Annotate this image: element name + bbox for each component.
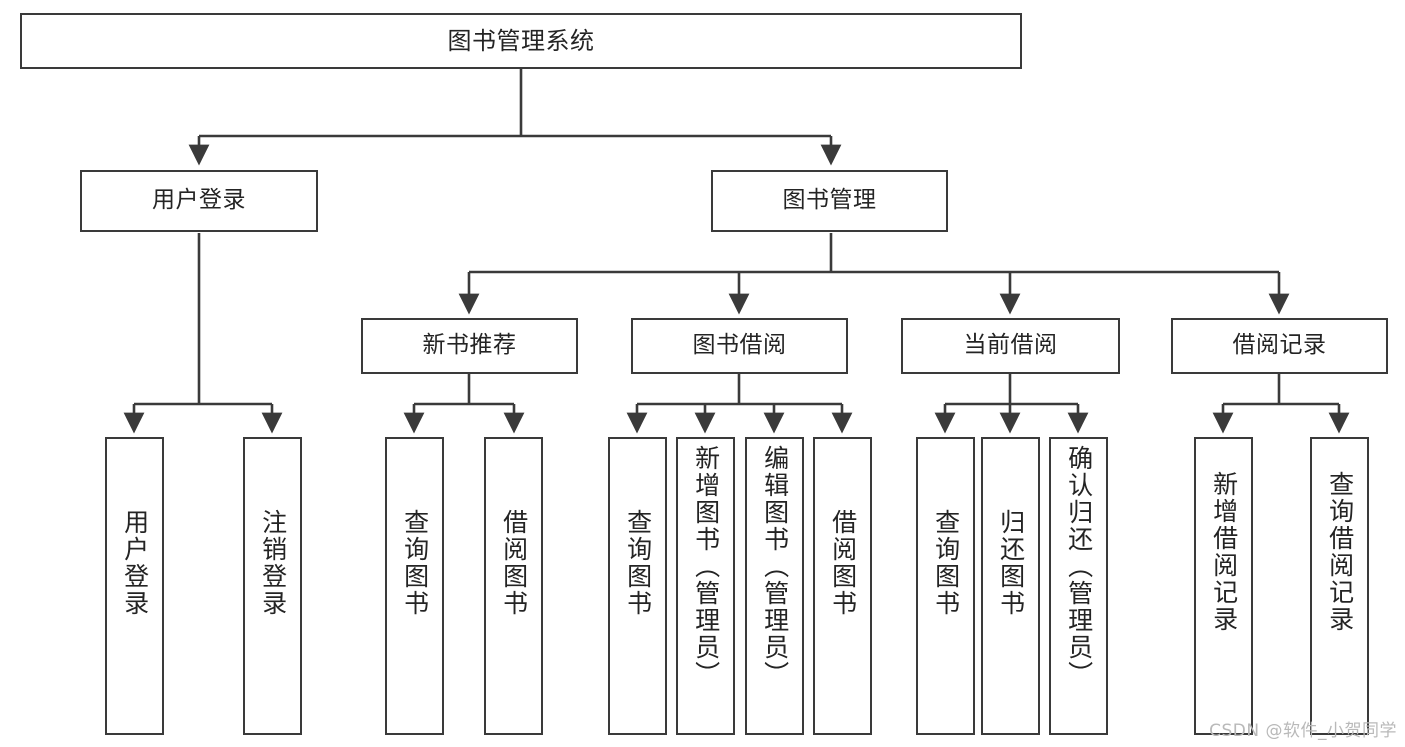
node-user-login[interactable]: 用户登录 bbox=[80, 170, 318, 232]
leaf-borrow-book-1-label: 借阅图书 bbox=[499, 509, 529, 617]
node-book-manage[interactable]: 图书管理 bbox=[711, 170, 948, 232]
node-root-label: 图书管理系统 bbox=[447, 26, 595, 55]
leaf-borrow-book-2[interactable]: 借阅图书 bbox=[813, 437, 872, 735]
node-book-manage-label: 图书管理 bbox=[782, 187, 877, 214]
leaf-return-book[interactable]: 归还图书 bbox=[981, 437, 1040, 735]
leaf-edit-book-label: 编辑图书（管理员） bbox=[760, 445, 790, 688]
leaf-confirm-return[interactable]: 确认归还（管理员） bbox=[1049, 437, 1108, 735]
node-current-borrow[interactable]: 当前借阅 bbox=[901, 318, 1120, 374]
leaf-add-record-label: 新增借阅记录 bbox=[1209, 471, 1239, 633]
leaf-query-record[interactable]: 查询借阅记录 bbox=[1310, 437, 1369, 735]
node-user-login-label: 用户登录 bbox=[152, 187, 246, 214]
leaf-borrow-book-2-label: 借阅图书 bbox=[828, 509, 858, 617]
leaf-query-book-1-label: 查询图书 bbox=[400, 509, 430, 617]
leaf-borrow-book-1[interactable]: 借阅图书 bbox=[484, 437, 543, 735]
node-current-borrow-label: 当前借阅 bbox=[963, 332, 1058, 359]
node-root-system[interactable]: 图书管理系统 bbox=[20, 13, 1022, 69]
leaf-query-book-1[interactable]: 查询图书 bbox=[385, 437, 444, 735]
leaf-query-book-2[interactable]: 查询图书 bbox=[608, 437, 667, 735]
leaf-add-record[interactable]: 新增借阅记录 bbox=[1194, 437, 1253, 735]
leaf-logout-login[interactable]: 注销登录 bbox=[243, 437, 302, 735]
node-book-borrow-label: 图书借阅 bbox=[692, 332, 787, 359]
leaf-query-book-2-label: 查询图书 bbox=[623, 509, 653, 617]
node-borrow-record-label: 借阅记录 bbox=[1232, 332, 1327, 359]
leaf-query-record-label: 查询借阅记录 bbox=[1325, 471, 1355, 633]
leaf-edit-book[interactable]: 编辑图书（管理员） bbox=[745, 437, 804, 735]
node-borrow-record[interactable]: 借阅记录 bbox=[1171, 318, 1388, 374]
leaf-logout-login-label: 注销登录 bbox=[258, 509, 288, 617]
leaf-user-login-label: 用户登录 bbox=[120, 509, 150, 617]
leaf-query-book-3[interactable]: 查询图书 bbox=[916, 437, 975, 735]
leaf-user-login[interactable]: 用户登录 bbox=[105, 437, 164, 735]
leaf-add-book[interactable]: 新增图书（管理员） bbox=[676, 437, 735, 735]
leaf-return-book-label: 归还图书 bbox=[996, 509, 1026, 617]
node-new-book-rec[interactable]: 新书推荐 bbox=[361, 318, 578, 374]
leaf-query-book-3-label: 查询图书 bbox=[931, 509, 961, 617]
node-book-borrow[interactable]: 图书借阅 bbox=[631, 318, 848, 374]
leaf-confirm-return-label: 确认归还（管理员） bbox=[1064, 445, 1094, 688]
leaf-add-book-label: 新增图书（管理员） bbox=[691, 445, 721, 688]
node-new-book-rec-label: 新书推荐 bbox=[422, 332, 517, 359]
